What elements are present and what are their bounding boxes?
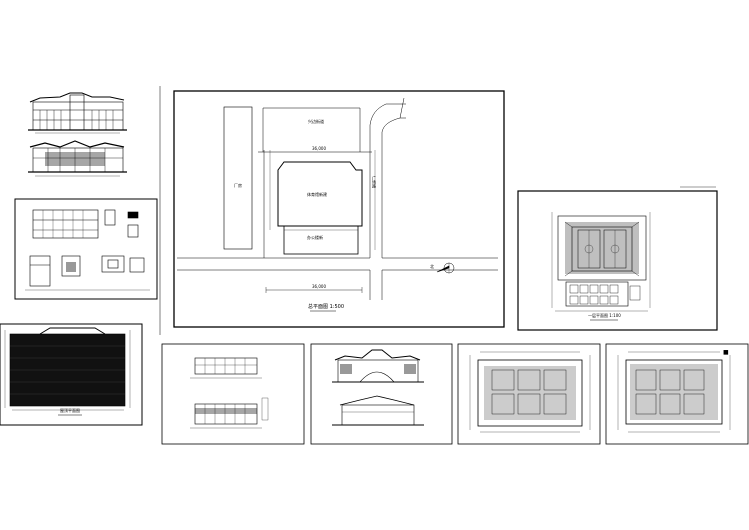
north-mark: 北 bbox=[430, 264, 434, 269]
dim-top-label: 36,000 bbox=[312, 146, 326, 151]
site-plan-title: 总平面图 1:500 bbox=[308, 304, 344, 310]
legend-mark: ■ bbox=[723, 349, 729, 356]
arena-plan-drawing bbox=[517, 186, 718, 331]
road-north-label: 兴边街道 bbox=[308, 119, 324, 124]
long-elevations-drawing bbox=[161, 343, 305, 445]
neighbor-factory-label: 厂房 bbox=[234, 183, 242, 188]
roof-plan-title-text: 屋顶平面图 bbox=[60, 408, 80, 413]
road-east-label: 广场路 bbox=[372, 176, 377, 188]
dim-bottom-label: 36,000 bbox=[312, 284, 326, 289]
main-building-label: 体育馆新建 bbox=[307, 192, 327, 197]
floor-plan-drawing-a bbox=[457, 343, 601, 445]
detail-sheet-left bbox=[14, 198, 158, 300]
annex-building-label: 办公楼新 bbox=[307, 235, 323, 240]
arena-plan-title-text: 一层平面图 1:100 bbox=[588, 313, 621, 318]
site-plan-drawing bbox=[159, 86, 505, 335]
elevation-drawing-top-left bbox=[28, 92, 127, 177]
roof-plan-drawing bbox=[0, 323, 143, 426]
floor-plan-drawing-b bbox=[605, 343, 749, 445]
end-elevations-drawing bbox=[310, 343, 453, 445]
